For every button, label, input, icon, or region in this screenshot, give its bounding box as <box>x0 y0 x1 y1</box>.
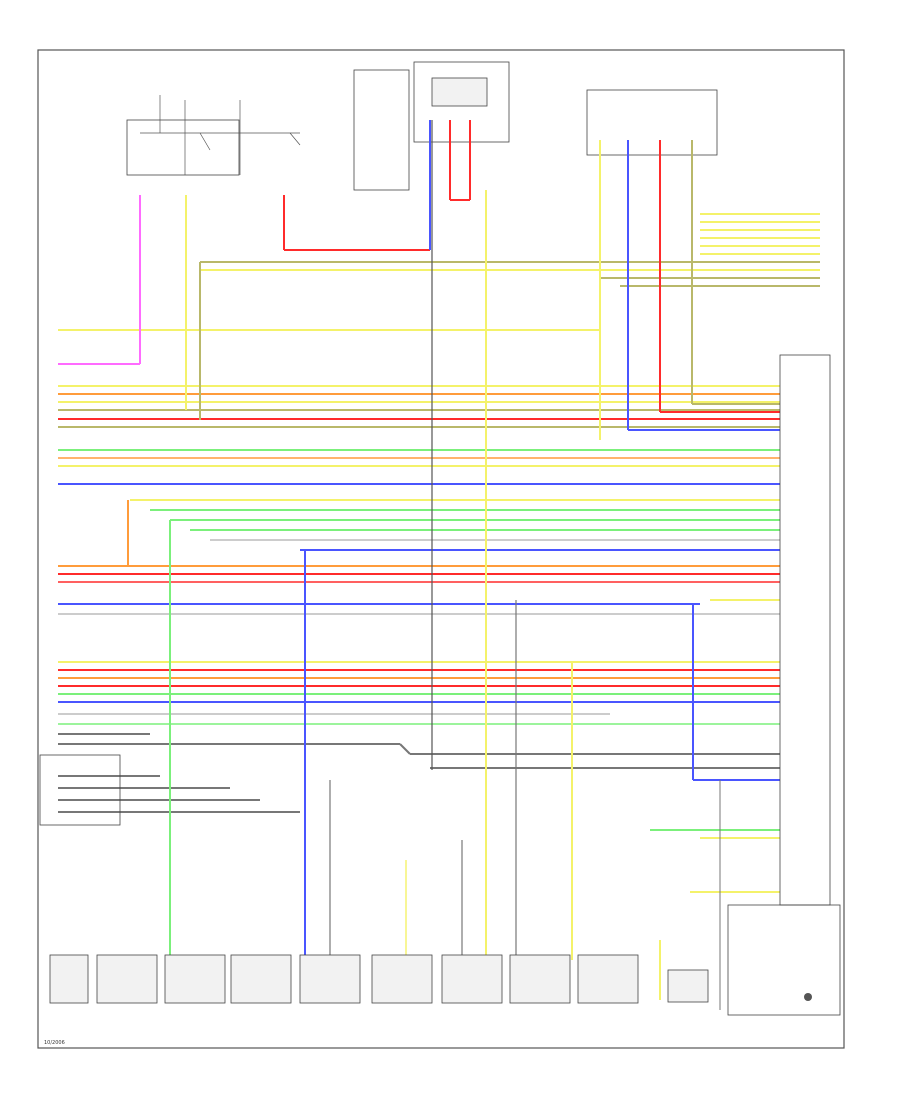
bottom-components <box>49 904 841 1016</box>
switch-group-top-left <box>126 61 718 191</box>
right-terminal-block <box>779 354 831 906</box>
bus-wires <box>58 213 820 893</box>
vertical-wires <box>127 120 780 1010</box>
diagram-border <box>37 49 845 1049</box>
ground-symbol <box>804 993 812 1001</box>
diagram-code: 10/2006 <box>44 1040 65 1046</box>
left-connector-block <box>39 754 121 826</box>
